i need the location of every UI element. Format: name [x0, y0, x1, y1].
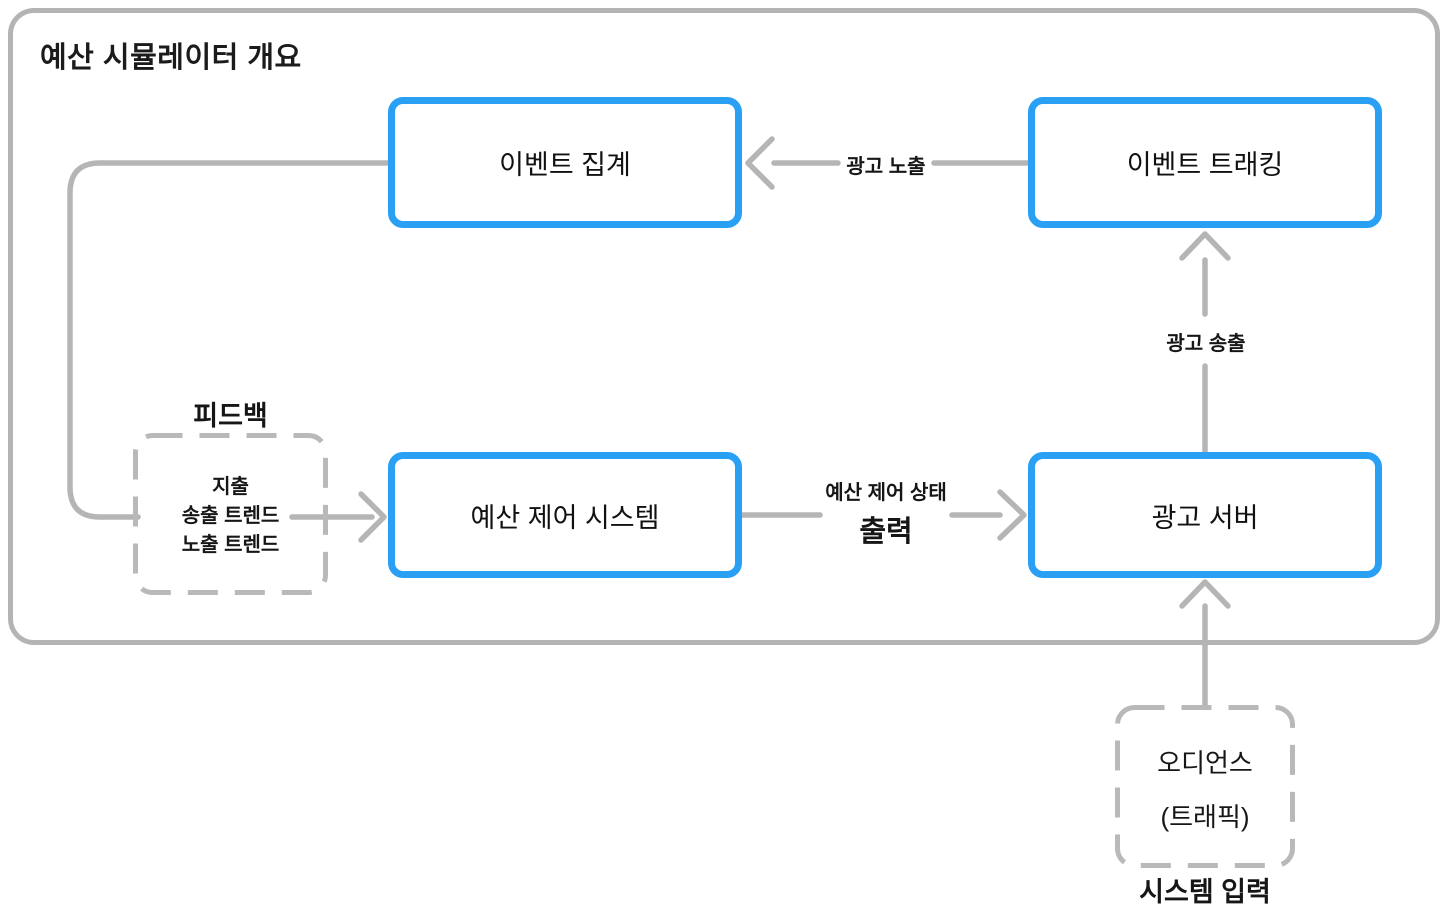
- feedback-box-title: 피드백: [193, 401, 268, 431]
- edge-label-budget-status-line1: 예산 제어 상태: [825, 482, 947, 504]
- node-event-tracking-label: 이벤트 트래킹: [1126, 150, 1284, 180]
- node-event-tracking: 이벤트 트래킹: [1028, 97, 1382, 228]
- node-budget-control-label: 예산 제어 시스템: [470, 502, 660, 533]
- edge-label-ad-impression: 광고 노출: [846, 156, 926, 178]
- system-input-caption: 시스템 입력: [1139, 877, 1271, 904]
- node-budget-control: 예산 제어 시스템: [388, 452, 742, 578]
- node-ad-server-label: 광고 서버: [1151, 502, 1259, 533]
- audience-box-content: 오디언스 (트래픽): [1110, 736, 1300, 844]
- diagram-title: 예산 시뮬레이터 개요: [40, 42, 302, 74]
- node-event-aggregation-label: 이벤트 집계: [499, 150, 631, 180]
- simulator-overview-frame: [8, 8, 1440, 645]
- feedback-line-spending: 지출: [212, 476, 249, 498]
- node-ad-server: 광고 서버: [1028, 452, 1382, 578]
- feedback-box-content: 지출 송출 트렌드 노출 트렌드: [133, 473, 328, 560]
- feedback-line-impression-trend: 노출 트렌드: [181, 534, 280, 556]
- node-event-aggregation: 이벤트 집계: [388, 97, 742, 228]
- audience-label-line2: (트래픽): [1160, 802, 1250, 832]
- feedback-line-delivery-trend: 송출 트렌드: [181, 505, 280, 527]
- edge-label-budget-status-line2: 출력: [859, 516, 913, 548]
- audience-label-line1: 오디언스: [1157, 748, 1253, 778]
- edge-label-ad-delivery: 광고 송출: [1166, 333, 1246, 355]
